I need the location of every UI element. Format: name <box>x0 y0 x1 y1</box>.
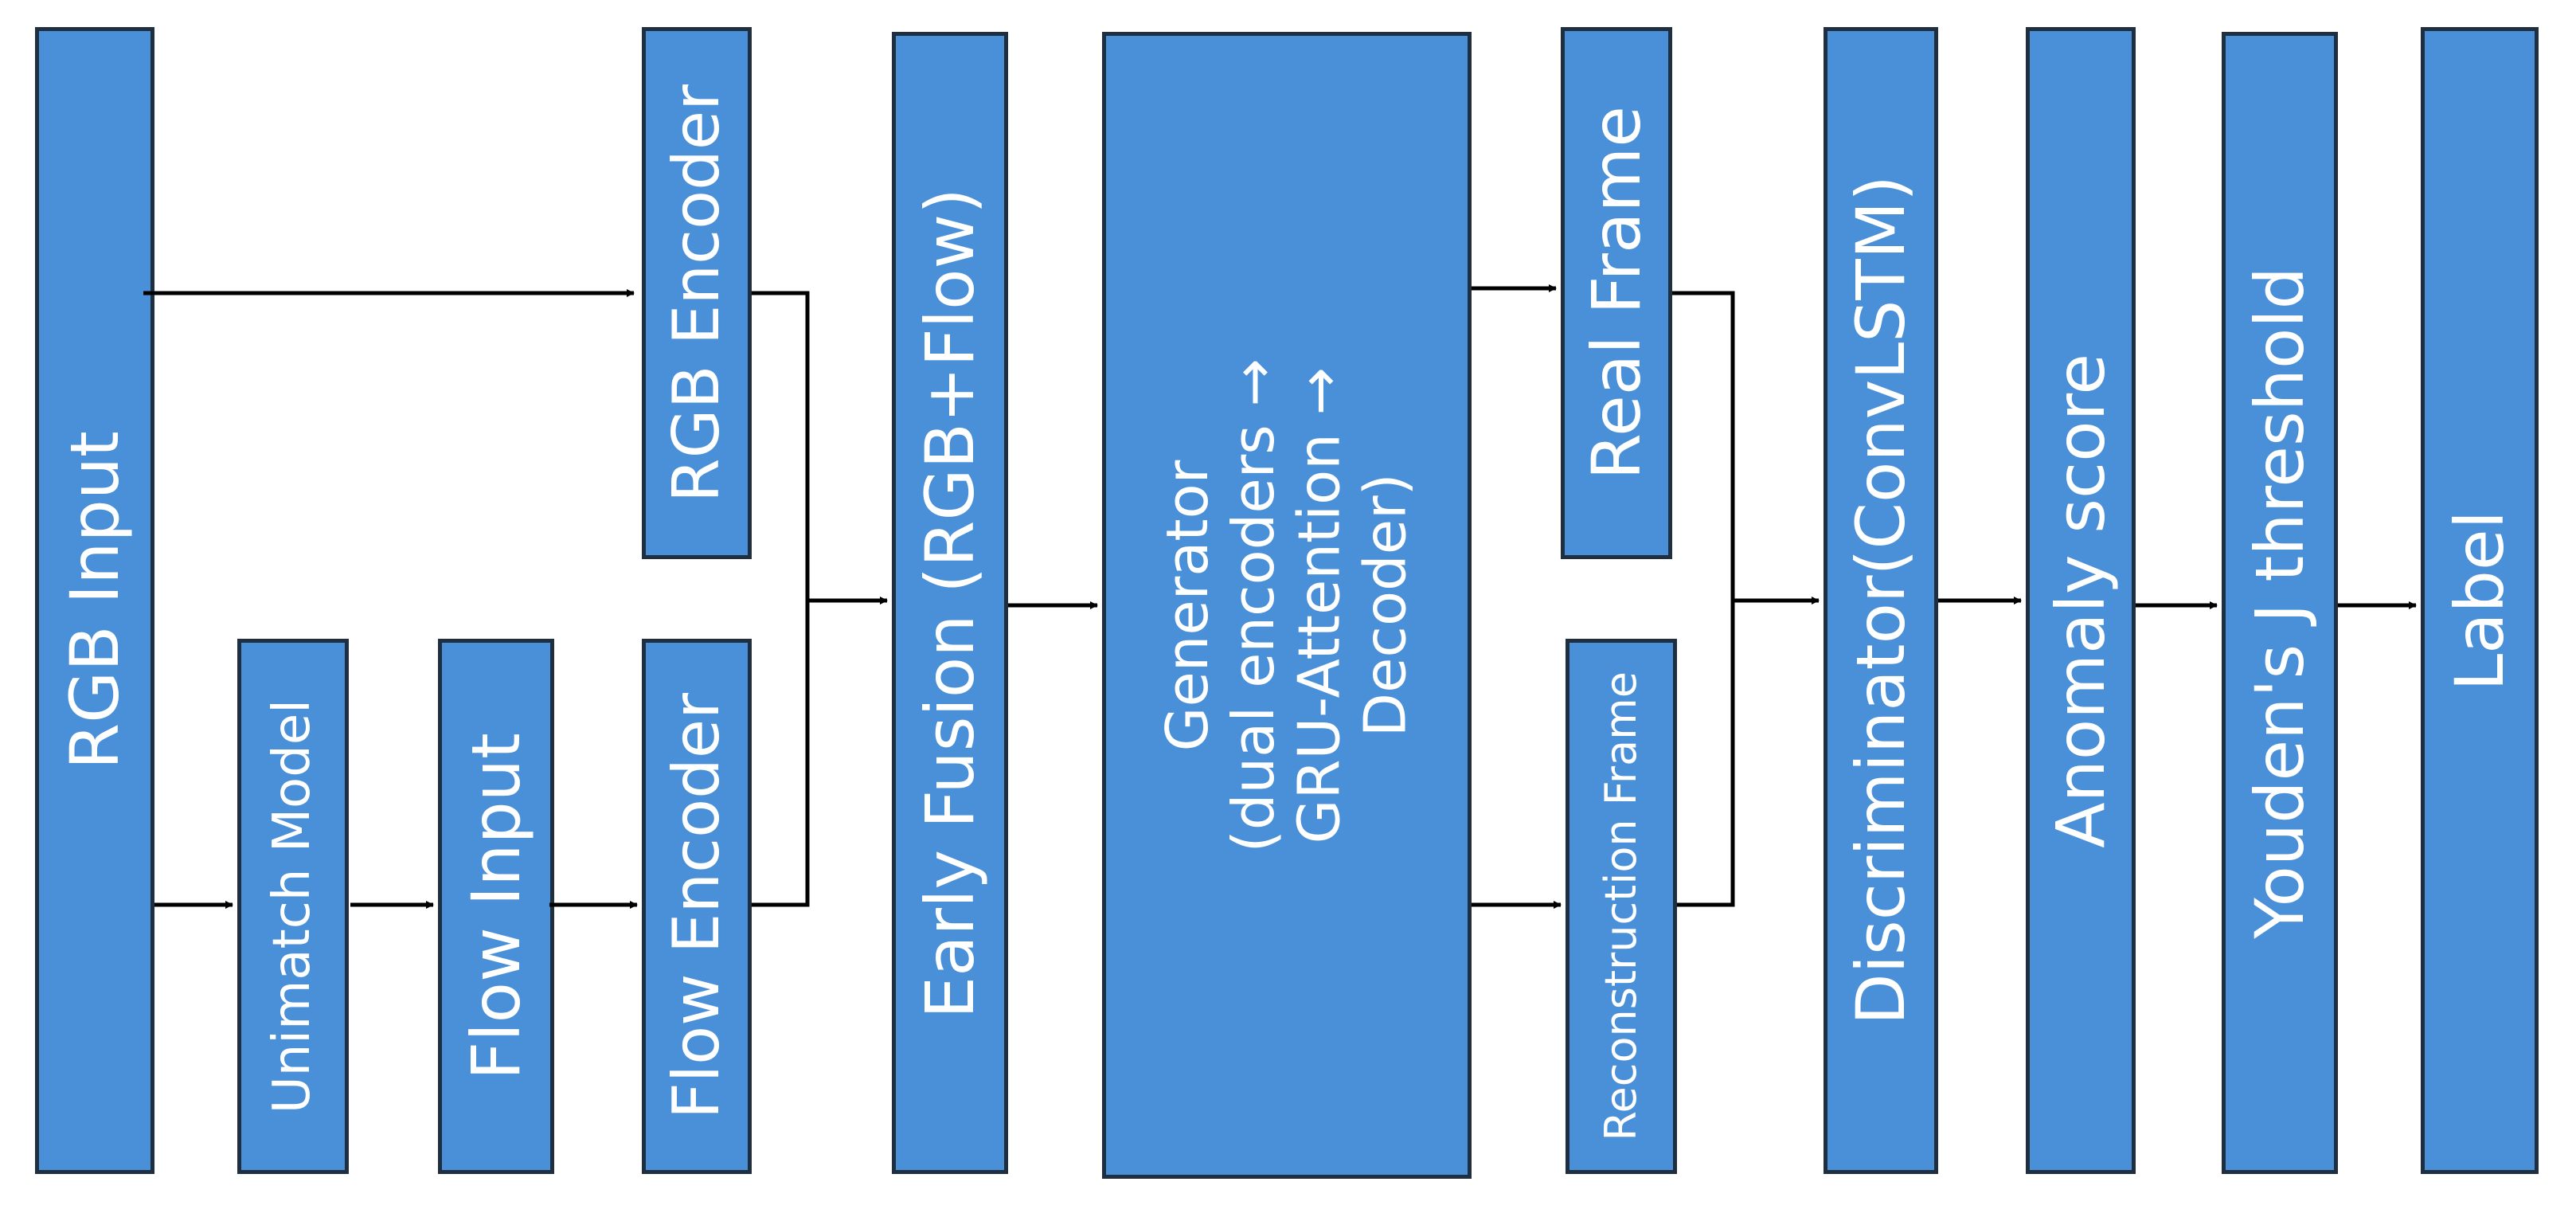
youden-threshold-node: Youden's J threshold <box>2222 32 2338 1174</box>
flow-input-node: Flow Input <box>438 639 554 1174</box>
connector-frames-merge <box>1672 291 1735 907</box>
rgb-input-node: RGB Input <box>35 27 154 1174</box>
real-frame-node: Real Frame <box>1561 27 1672 559</box>
connector-rgb-encoder-merge <box>752 291 810 907</box>
reconstruction-frame-node: Reconstruction Frame <box>1566 639 1677 1174</box>
anomaly-score-node: Anomaly score <box>2026 27 2136 1174</box>
label-node: Label <box>2421 27 2539 1174</box>
generator-node: Generator (dual encoders → GRU-Attention… <box>1102 32 1472 1179</box>
rgb-encoder-node: RGB Encoder <box>642 27 752 559</box>
flow-encoder-node: Flow Encoder <box>642 639 752 1174</box>
unimatch-model-node: Unimatch Model <box>237 639 349 1174</box>
discriminator-node: Discriminator(ConvLSTM) <box>1824 27 1938 1174</box>
early-fusion-node: Early Fusion (RGB+Flow) <box>892 32 1008 1174</box>
